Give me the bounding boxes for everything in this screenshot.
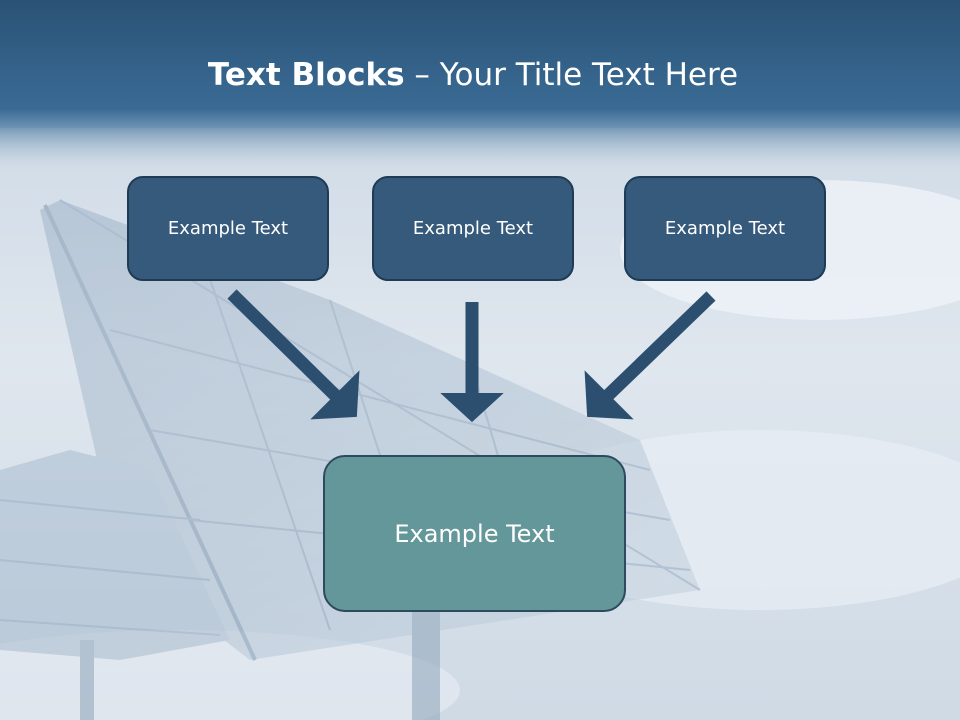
text-block-2: Example Text [372, 176, 574, 281]
title-rest: Your Title Text Here [439, 57, 739, 93]
title-bold: Text Blocks [207, 57, 405, 93]
slide-title: Text Blocks – Your Title Text Here [0, 50, 946, 100]
arrow-down-left-icon [584, 291, 716, 420]
text-block-3: Example Text [624, 176, 826, 281]
arrow-down-icon [440, 302, 504, 423]
arrow-down-right-icon [227, 289, 360, 420]
result-block: Example Text [323, 455, 626, 612]
text-block-1: Example Text [127, 176, 329, 281]
title-dash: – [414, 57, 430, 93]
